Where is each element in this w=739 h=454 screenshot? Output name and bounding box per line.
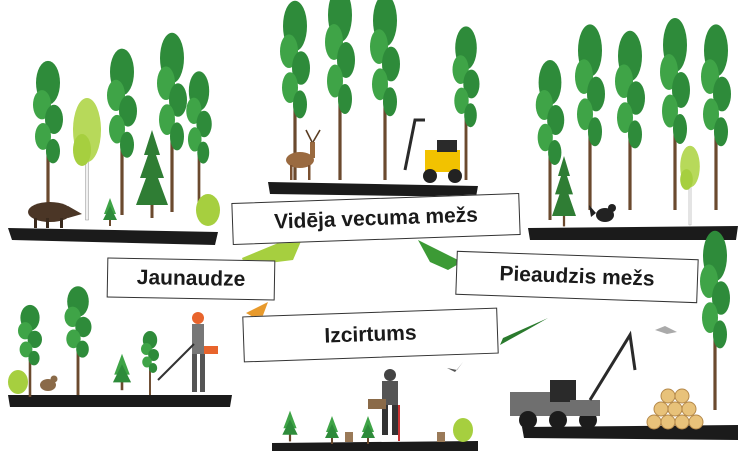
- pine-tree: [64, 286, 92, 395]
- log-pile-icon: [646, 388, 704, 430]
- arrow-to-jaunaudze: [246, 302, 280, 332]
- shrub: [453, 418, 473, 442]
- ground-strip: [272, 441, 478, 451]
- spruce-tree: [136, 130, 168, 218]
- boar-icon: [28, 202, 82, 228]
- pine-tree: [107, 48, 137, 215]
- stage-label-jaunaudze: Jaunaudze: [106, 257, 276, 301]
- ground-strip: [8, 228, 218, 245]
- arrow-to-pieaudzis: [418, 240, 462, 270]
- capercaillie-icon: [589, 204, 616, 222]
- sapling: [112, 353, 132, 391]
- stage-label-izcirtums: Izcirtums: [242, 307, 499, 363]
- pine-tree: [700, 230, 730, 410]
- sapling: [282, 410, 298, 442]
- forest-scene-young-stand: [8, 286, 232, 407]
- stage-label-text: Pieaudzis mežs: [499, 262, 655, 291]
- pine-tree: [575, 24, 605, 211]
- forest-scene-harvest: [510, 230, 738, 440]
- sapling: [361, 416, 375, 444]
- forwarder-icon: [403, 118, 462, 183]
- pine-tree: [186, 71, 212, 212]
- stage-label-text: Vidēja vecuma mežs: [273, 203, 479, 234]
- forester-trimmer-icon: [157, 312, 218, 392]
- stage-label-text: Jaunaudze: [136, 266, 246, 291]
- pine-tree: [615, 30, 645, 210]
- arrow-to-izcirtums: [500, 318, 548, 345]
- pine-tree: [701, 24, 731, 211]
- bird-icon: [40, 375, 58, 391]
- sapling: [325, 416, 339, 444]
- harvester-icon: [510, 330, 637, 429]
- pine-tree: [325, 0, 355, 180]
- forest-scene-clearcut: [272, 362, 478, 451]
- pine-tree: [157, 32, 187, 212]
- birch-tree: [72, 97, 102, 221]
- deer-icon: [286, 129, 321, 180]
- spruce-tree: [552, 156, 576, 227]
- ground-strip: [8, 395, 232, 407]
- sapling: [103, 198, 117, 226]
- pine-tree: [370, 0, 400, 181]
- stump: [345, 432, 353, 442]
- ground-strip: [268, 182, 478, 197]
- forest-scene-mixed-young: [8, 32, 220, 245]
- pine-tree: [33, 60, 63, 218]
- forest-scene-middle-aged: [268, 0, 480, 197]
- forest-scene-mature: [528, 18, 738, 240]
- crane-icon: [655, 326, 677, 334]
- shrub: [196, 194, 220, 226]
- shrub: [8, 370, 28, 394]
- pine-tree: [141, 331, 159, 395]
- bird-icon: [447, 362, 463, 372]
- ground-strip: [528, 226, 738, 240]
- stage-label-pieaudzis-mezs: Pieaudzis mežs: [455, 250, 699, 304]
- stump: [437, 432, 445, 442]
- birch-tree: [679, 145, 701, 226]
- stage-label-text: Izcirtums: [323, 321, 417, 348]
- planter-icon: [368, 369, 400, 441]
